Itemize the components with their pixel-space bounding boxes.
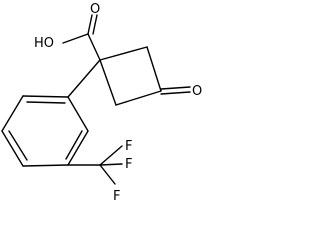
ketone-oxygen-label: O [192,84,202,99]
phenyl-bond-5 [67,130,89,166]
phenyl-bond-3 [1,130,24,167]
cyclobutanone-ring: O [99,46,202,106]
phenyl-bond-2 [1,95,24,132]
phenyl-inner-double-bond-2 [8,130,28,161]
phenyl-inner-double-bond-3 [65,130,83,160]
ring-bond-top [99,46,148,61]
fluorine-top-label: F [125,139,132,154]
bond-cf3-to-fluorine-top [99,145,123,166]
trifluoromethyl-group: F F F [67,139,132,204]
ring-bond-bottom [115,90,162,106]
phenyl-bond-6 [67,96,89,132]
carboxylic-acid-group: HO O [34,2,101,61]
bond-acid-carbonyl-a [87,14,93,35]
acid-oxygen-label: O [90,2,100,17]
ketone-carbonyl-b [160,91,191,95]
fluorine-bottom-label: F [113,189,120,204]
bond-cf3-to-fluorine-bottom [99,164,116,185]
bond-acid-carbon-to-hydroxyl [62,33,89,44]
bond-acid-carbonyl-b [92,14,98,35]
ketone-carbonyl-a [160,86,191,90]
chemical-structure-diagram: HO O O F F F [1,2,202,204]
phenyl-bond-1 [22,95,69,98]
bond-quaternary-carbon-to-acid-carbon [87,33,101,61]
ring-bond-right [146,46,162,92]
hydroxyl-label: HO [34,36,54,51]
bond-cf3-to-fluorine-right [99,163,123,166]
bond-quaternary-carbon-to-phenyl [67,59,101,98]
phenyl-inner-double-bond-1 [26,101,66,104]
phenyl-ring [1,59,101,167]
fluorine-right-label: F [125,157,132,172]
ring-bond-left [99,59,117,106]
phenyl-bond-4 [22,164,69,167]
